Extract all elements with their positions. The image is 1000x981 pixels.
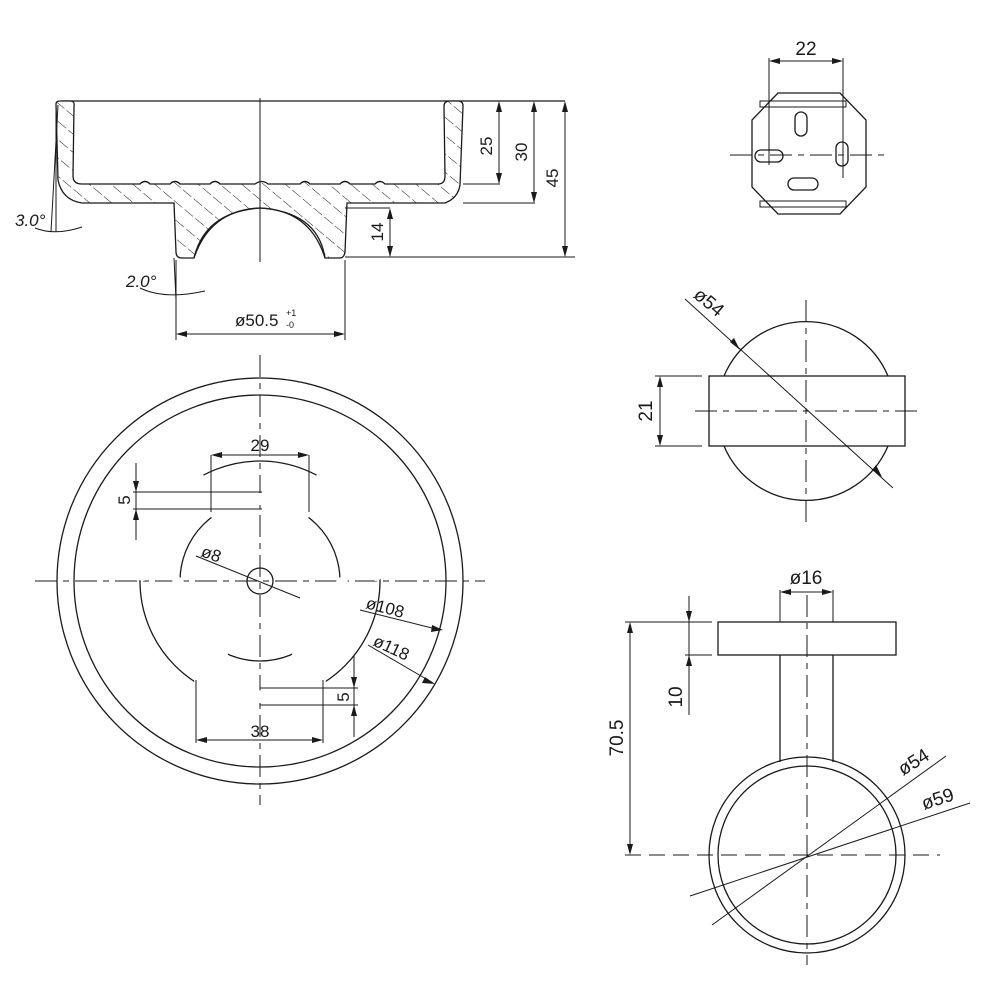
plate-outline	[751, 92, 867, 215]
disc-view: ø54 21	[636, 284, 920, 522]
plan-view: 29 5 ø8 ø108 ø118 5 38	[35, 355, 485, 805]
dim-label-54: ø54	[689, 284, 728, 321]
plate-view: 22	[730, 39, 890, 215]
dim-line-ring-54	[711, 755, 947, 926]
slot-right	[835, 141, 849, 167]
dim-label-70-5: 70.5	[607, 720, 628, 757]
dim-label-50-5: ø50.5	[235, 311, 278, 330]
dim-label-ring-54: ø54	[895, 745, 934, 780]
angle-arc-3	[34, 226, 83, 233]
plate-lip-top	[759, 100, 847, 108]
dim-label-5-bottom: 5	[334, 692, 353, 701]
angle-label-2: 2.0°	[125, 272, 157, 291]
draft-line	[173, 257, 177, 301]
draft-line	[50, 104, 59, 233]
dim-line-8	[195, 555, 301, 599]
dim-label-14: 14	[368, 223, 387, 242]
dim-label-ring-59: ø59	[919, 785, 957, 815]
slot-bottom	[787, 177, 819, 191]
dim-line-ring-59	[689, 802, 971, 897]
dim-label-108: ø108	[364, 594, 406, 622]
dim-label-38: 38	[251, 722, 270, 741]
tol-upper: +1	[286, 308, 296, 318]
dim-label-16: ø16	[790, 568, 823, 589]
dim-label-118: ø118	[370, 631, 412, 664]
dim-label-5-top: 5	[115, 495, 134, 504]
plate-lip-bottom	[759, 200, 847, 208]
angle-label-3: 3.0°	[15, 211, 46, 230]
slot-top	[794, 111, 808, 137]
dim-label-10: 10	[666, 686, 687, 707]
dim-label-25: 25	[477, 137, 496, 156]
dim-label-21: 21	[636, 400, 657, 421]
dim-label-30: 30	[512, 143, 531, 162]
dim-line-108	[359, 609, 441, 631]
tol-lower: -0	[286, 320, 294, 330]
arm-view: ø16 10 70.5 ø54 ø59	[607, 568, 971, 965]
dim-label-22: 22	[795, 39, 816, 60]
dim-label-8: ø8	[199, 542, 224, 567]
dim-line-118	[367, 644, 434, 684]
dim-label-29: 29	[251, 436, 270, 455]
angle-arc-2	[139, 287, 206, 296]
dim-label-45: 45	[543, 169, 562, 188]
section-view: 25 30 45 14 3.0° 2.0° ø50.5 +1 -0	[15, 98, 575, 340]
dim-line-54	[684, 298, 894, 489]
